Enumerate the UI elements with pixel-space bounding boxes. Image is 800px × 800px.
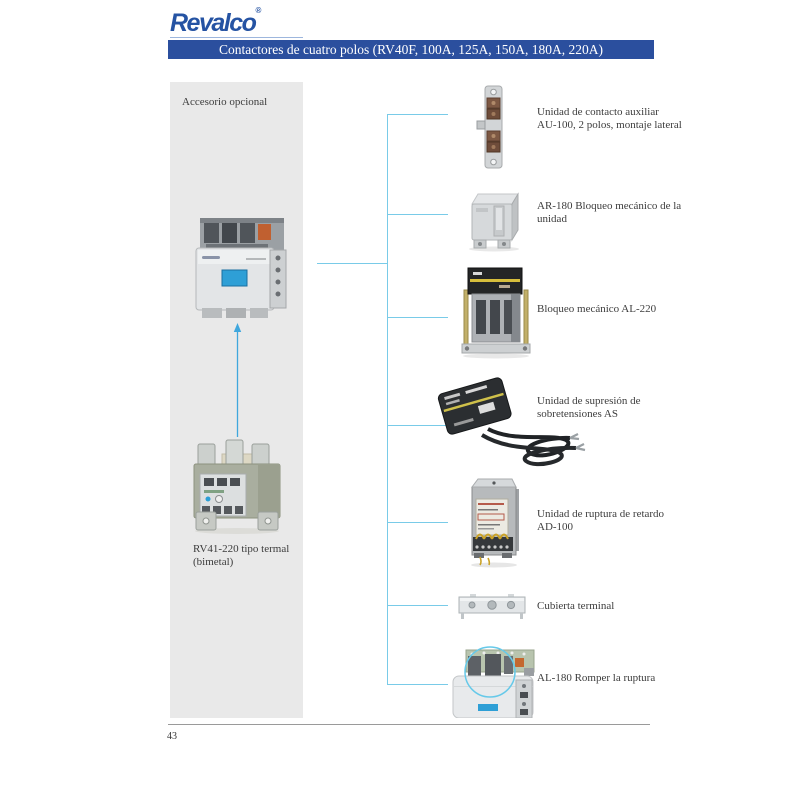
accessory-label-al-180: AL-180 Romper la ruptura — [537, 672, 656, 684]
accessory-label-ar-180: AR-180 Bloqueo mecánico de la unidad — [537, 200, 682, 226]
footer-divider — [168, 724, 650, 725]
connector-branch-al-180 — [387, 684, 448, 685]
connector-branch-au-100 — [387, 114, 448, 115]
surge-suppressor-as-image — [437, 377, 586, 467]
accessory-panel — [170, 82, 303, 718]
accessory-label-cubierta: Cubierta terminal — [537, 600, 615, 612]
connector-branch-ar-180 — [387, 214, 448, 215]
panel-heading: Accesorio opcional — [182, 96, 268, 108]
page-title: Contactores de cuatro polos (RV40F, 100A… — [168, 40, 654, 59]
thermal-relay-image — [193, 439, 281, 534]
connector-branch-cubierta — [387, 605, 448, 606]
contactor-image — [195, 218, 287, 318]
up-arrow — [233, 323, 242, 437]
aux-contact-au100-image — [476, 85, 503, 169]
logo-text: Revalco — [170, 9, 257, 37]
terminal-cover-image — [458, 594, 526, 619]
logo-underline — [170, 37, 303, 38]
accessory-label-ad-100: Unidad de ruptura de retardo AD-100 — [537, 508, 665, 534]
accessory-label-al-220: Bloqueo mecánico AL-220 — [537, 303, 657, 315]
connector-branch-ad-100 — [387, 522, 448, 523]
logo-trademark: ® — [255, 6, 262, 15]
delay-unit-ad100-image — [471, 478, 519, 568]
accessory-label-as: Unidad de supresión de sobretensiones AS — [537, 395, 641, 421]
connector-branch-al-220 — [387, 317, 448, 318]
accessory-label-au-100: Unidad de contacto auxiliar AU-100, 2 po… — [537, 106, 682, 132]
main-unit-caption: RV41-220 tipo termal (bimetal) — [193, 543, 290, 569]
interlock-al220-image — [461, 267, 531, 359]
revalco-logo: Revalco® — [170, 6, 261, 38]
connector-branch-as — [387, 425, 448, 426]
connector-trunk-line — [387, 114, 388, 684]
interlock-ar180-image — [469, 192, 519, 252]
connector-branch-contactor — [317, 263, 387, 264]
page-number: 43 — [167, 731, 177, 742]
al180-image — [452, 646, 535, 718]
